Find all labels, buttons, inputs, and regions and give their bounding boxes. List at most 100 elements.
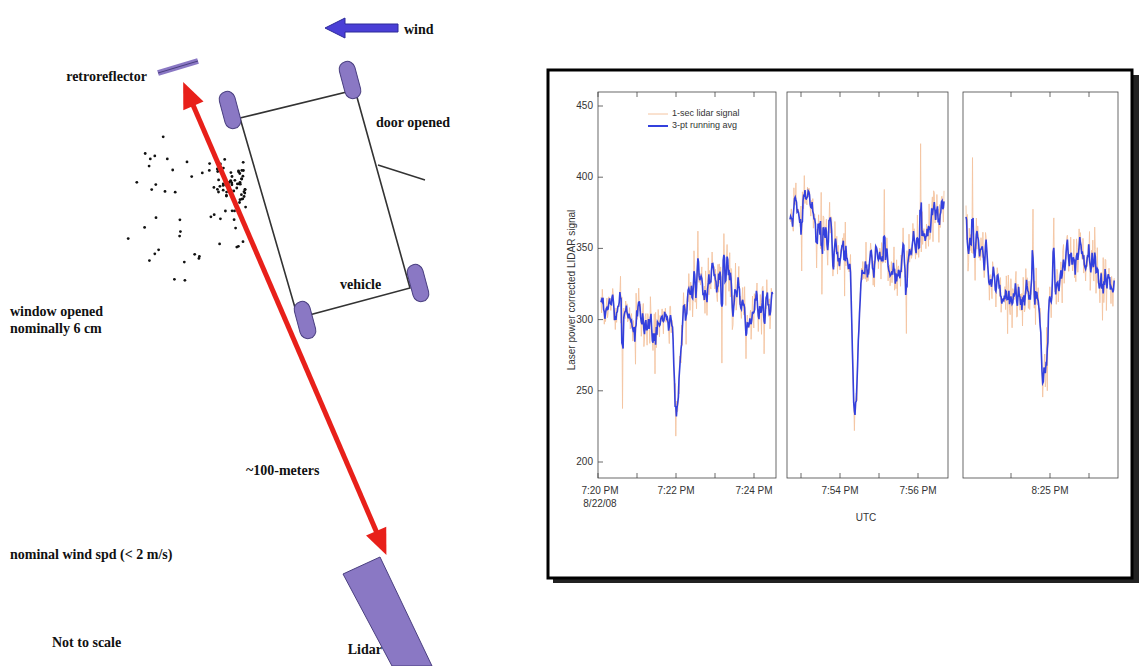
node-label: retroreflector — [66, 68, 147, 85]
arrowhead — [366, 527, 386, 555]
x-tick — [715, 92, 716, 97]
annotation: Not to scale — [52, 634, 121, 651]
x-tick — [840, 473, 841, 478]
particle — [235, 187, 238, 190]
retroreflector-mirror — [158, 61, 198, 73]
raw-signal — [966, 158, 1114, 398]
particle — [164, 190, 167, 193]
arrowhead — [183, 82, 203, 110]
particle — [208, 169, 211, 172]
wind-arrow — [325, 18, 398, 38]
particle — [127, 237, 130, 240]
y-tick — [598, 177, 603, 178]
particle — [208, 162, 211, 165]
particle — [217, 179, 220, 182]
particle — [233, 218, 236, 221]
particle — [230, 171, 233, 174]
particle — [166, 158, 169, 161]
particle — [242, 161, 245, 164]
axis-label: 250 — [576, 385, 593, 397]
particle — [240, 193, 243, 196]
particle — [240, 177, 243, 180]
annotation: door opened — [376, 114, 450, 131]
particle — [153, 155, 156, 158]
particle — [235, 246, 238, 249]
axis-label: 8:25 PM — [1031, 485, 1068, 497]
particle — [155, 216, 158, 219]
legend-text: 1-sec lidar signal — [672, 108, 740, 119]
particle — [144, 152, 147, 155]
particle — [148, 259, 151, 262]
particle — [224, 210, 227, 213]
particle — [174, 191, 177, 194]
y-tick — [598, 390, 603, 391]
x-tick — [754, 473, 755, 478]
particle — [225, 194, 228, 197]
particle — [198, 255, 201, 258]
axis-label: 8/22/08 — [583, 498, 616, 510]
plot-panel — [598, 92, 776, 478]
x-tick — [801, 473, 802, 478]
annotation: window opened nominally 6 cm — [10, 303, 150, 337]
particle — [153, 252, 156, 255]
legend-text: 3-pt running avg — [672, 120, 737, 131]
particle — [162, 135, 165, 138]
axis-label: 7:24 PM — [735, 485, 772, 497]
particle — [219, 185, 222, 188]
y-tick — [598, 248, 603, 249]
particle — [238, 201, 241, 204]
particle — [241, 197, 244, 200]
particle — [213, 213, 216, 216]
x-tick — [801, 92, 802, 97]
plot-panel — [963, 92, 1118, 478]
wheel — [217, 90, 242, 131]
x-tick — [918, 473, 919, 478]
particle — [218, 243, 221, 246]
chart-frame — [548, 70, 1139, 583]
y-tick — [598, 462, 603, 463]
x-tick — [1050, 473, 1051, 478]
x-tick — [754, 92, 755, 97]
chart-plot — [598, 92, 1118, 478]
x-tick — [676, 473, 677, 478]
axis-label: 7:54 PM — [821, 485, 858, 497]
wheel — [337, 60, 362, 101]
x-tick — [918, 92, 919, 97]
particle — [242, 175, 245, 178]
axis-label: 350 — [576, 242, 593, 254]
particle — [234, 227, 237, 230]
particle — [231, 209, 234, 212]
wheel — [292, 300, 317, 341]
running-average — [601, 255, 773, 417]
particle — [184, 279, 187, 282]
x-tick — [1011, 473, 1012, 478]
particle — [222, 189, 225, 192]
particle — [173, 278, 176, 281]
particle — [225, 195, 228, 198]
particle — [171, 169, 174, 172]
particle-cloud — [127, 135, 247, 281]
particle — [179, 230, 182, 233]
particle — [231, 175, 234, 178]
axis-label: 300 — [576, 314, 593, 326]
particle — [193, 253, 196, 256]
particle — [240, 178, 243, 181]
running-average — [966, 217, 1114, 383]
particle — [242, 169, 245, 172]
particle — [244, 206, 247, 209]
node-label: Lidar — [348, 641, 382, 658]
particle — [157, 248, 160, 251]
annotation: nominal wind spd (< 2 m/s) — [10, 546, 172, 563]
x-tick — [879, 92, 880, 97]
particle — [183, 261, 186, 264]
x-tick — [598, 473, 599, 478]
particle — [237, 171, 240, 174]
particle — [210, 215, 213, 218]
vehicle-shape — [212, 56, 437, 341]
particle — [242, 240, 245, 243]
door — [378, 165, 425, 180]
raw-signal — [790, 144, 944, 431]
particle — [149, 158, 152, 161]
particle — [237, 170, 240, 173]
particle — [239, 198, 242, 201]
